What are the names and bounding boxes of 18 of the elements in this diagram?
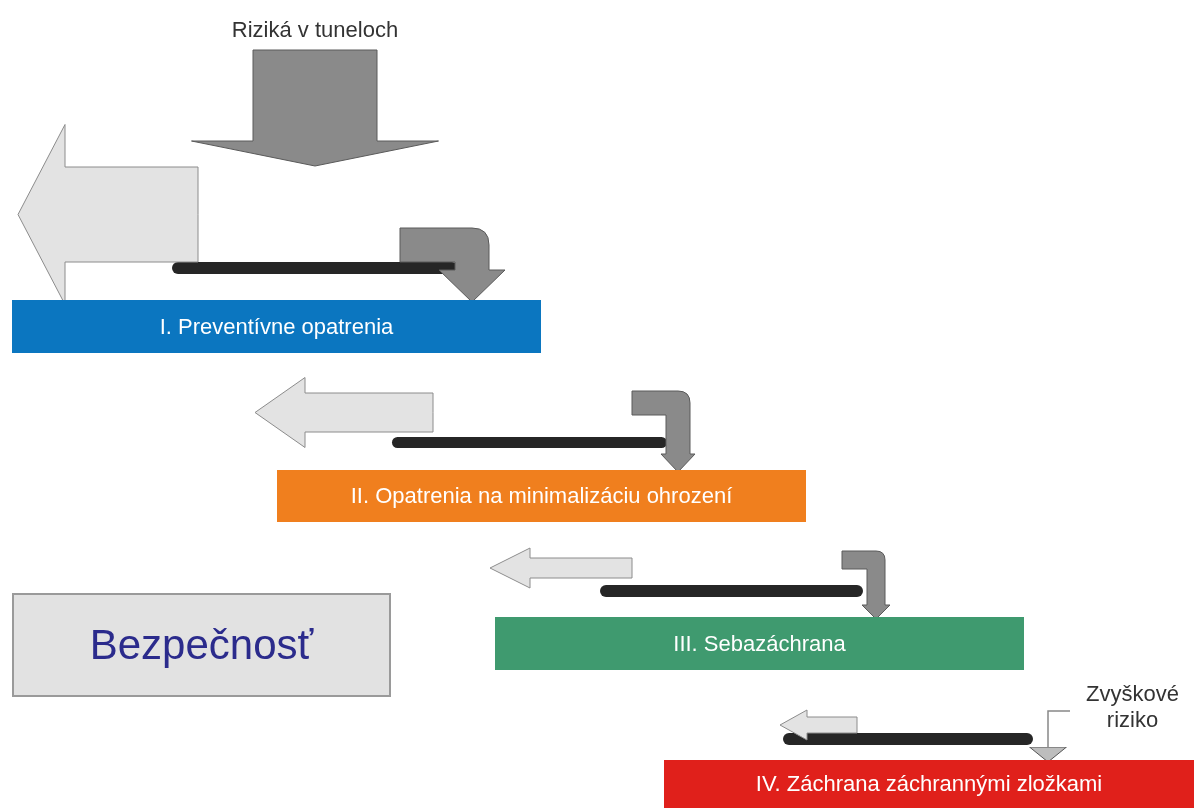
heading-text: Riziká v tuneloch xyxy=(190,10,440,50)
risk-arrow xyxy=(399,227,506,303)
barrier-bar xyxy=(783,733,1033,745)
safety-box: Bezpečnosť xyxy=(12,593,391,697)
deflected-risk-arrow xyxy=(489,547,633,589)
risk-arrow xyxy=(841,550,891,620)
layer-bar: II. Opatrenia na minimalizáciu ohrození xyxy=(277,470,806,522)
risk-arrow xyxy=(631,390,696,473)
risk-arrow xyxy=(191,49,439,167)
deflected-risk-arrow xyxy=(254,377,434,448)
layer-bar: I. Preventívne opatrenia xyxy=(12,300,541,353)
layer-bar: IV. Záchrana záchrannými zložkami xyxy=(664,760,1194,808)
barrier-bar xyxy=(600,585,863,597)
layer-bar: III. Sebazáchrana xyxy=(495,617,1024,670)
leader-line xyxy=(1029,710,1071,763)
barrier-bar xyxy=(392,437,667,448)
residual-risk-text: Zvyškové riziko xyxy=(1070,676,1195,738)
deflected-risk-arrow xyxy=(779,709,858,741)
